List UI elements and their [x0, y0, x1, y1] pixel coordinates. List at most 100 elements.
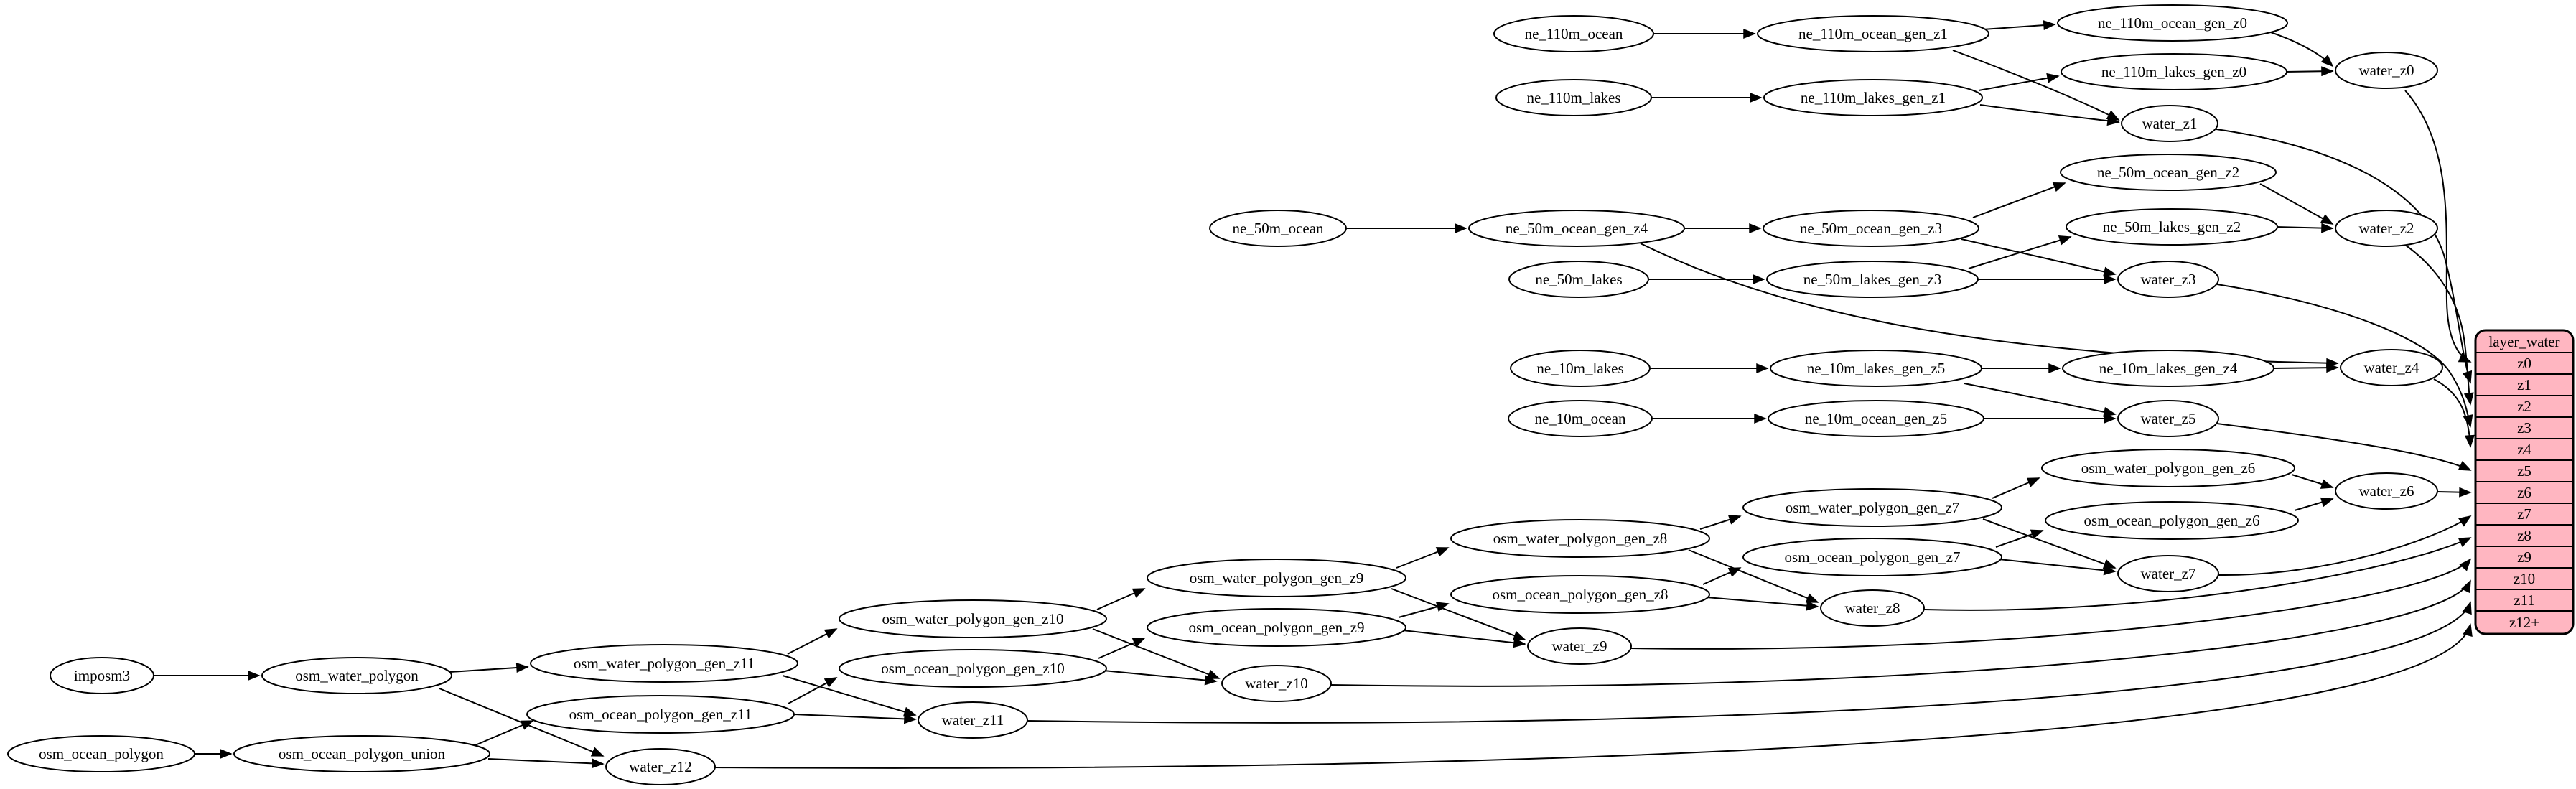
edge-osm_water_polygon_gen_z11-to-water_z11 [782, 675, 917, 717]
node-label-water_z0: water_z0 [2359, 62, 2414, 79]
edge-union-to-water_z12 [487, 758, 605, 769]
edge-water_z8-to-row-z8 [1923, 537, 2472, 611]
edge-ne_50m_lakes_gen_z3-to-gen_z2 [1968, 235, 2072, 269]
node-water_z0: water_z0 [2335, 52, 2438, 89]
node-ne_50m_lakes: ne_50m_lakes [1508, 261, 1649, 298]
node-label-water_z7: water_z7 [2141, 565, 2196, 582]
node-water_z7: water_z7 [2117, 555, 2219, 592]
node-label-osm_ocean_polygon: osm_ocean_polygon [39, 745, 164, 762]
record-row-z4: z4 [2517, 441, 2531, 458]
edge-osm_water_polygon_gen_z10-to-water_z10 [1092, 628, 1221, 679]
edge-union-to-gen_z11 [475, 720, 534, 746]
nodes: imposm3 osm_water_polygon osm_ocean_poly… [7, 4, 2443, 785]
node-ne_50m_ocean_gen_z2: ne_50m_ocean_gen_z2 [2060, 154, 2277, 191]
node-label-ne_10m_ocean: ne_10m_ocean [1534, 410, 1626, 427]
edge-water_z3-to-row-z3 [2216, 284, 2473, 428]
node-osm_ocean_polygon_gen_z6: osm_ocean_polygon_gen_z6 [2045, 501, 2299, 540]
node-label-osm_water_polygon_gen_z6: osm_water_polygon_gen_z6 [2081, 459, 2256, 477]
edge-osm_ocean_polygon_gen_z9-to-gen_z8 [1398, 602, 1450, 618]
edge-osm_ocean_polygon_gen_z8-to-water_z8 [1706, 597, 1819, 611]
node-osm_ocean_polygon_gen_z7: osm_ocean_polygon_gen_z7 [1742, 538, 2002, 576]
node-label-osm_water_polygon_gen_z9: osm_water_polygon_gen_z9 [1190, 569, 1364, 587]
record-row-z1: z1 [2517, 376, 2531, 393]
edge-osm_ocean_polygon_gen_z11-to-gen_z10 [788, 677, 838, 704]
record-row-z7: z7 [2517, 505, 2531, 523]
node-osm_water_polygon_gen_z9: osm_water_polygon_gen_z9 [1147, 559, 1406, 597]
node-osm_ocean_polygon_union: osm_ocean_polygon_union [233, 735, 490, 772]
node-label-ne_110m_lakes_gen_z0: ne_110m_lakes_gen_z0 [2101, 63, 2246, 80]
edge-ne_50m_ocean_gen_z3-to-water_z3 [1961, 238, 2117, 277]
node-ne_110m_lakes: ne_110m_lakes [1495, 79, 1652, 116]
node-label-ne_50m_lakes_gen_z2: ne_50m_lakes_gen_z2 [2103, 218, 2241, 235]
node-ne_10m_ocean_gen_z5: ne_10m_ocean_gen_z5 [1768, 400, 1984, 437]
record-row-z0: z0 [2517, 355, 2531, 372]
node-layer_water: layer_water z0 z1 z2 z3 z4 z5 z6 z7 z8 z… [2474, 329, 2575, 635]
edge-osm_water_polygon_gen_z10-to-gen_z9 [1096, 588, 1146, 610]
node-ne_50m_lakes_gen_z2: ne_50m_lakes_gen_z2 [2066, 208, 2278, 246]
edge-osm_ocean_polygon_gen_z7-to-gen_z6 [1995, 529, 2044, 548]
node-water_z6: water_z6 [2335, 472, 2438, 510]
node-ne_110m_ocean: ne_110m_ocean [1493, 15, 1654, 52]
node-osm_ocean_polygon_gen_z8: osm_ocean_polygon_gen_z8 [1450, 575, 1710, 614]
node-osm_water_polygon_gen_z11: osm_water_polygon_gen_z11 [530, 644, 798, 683]
node-label-ne_50m_lakes_gen_z3: ne_50m_lakes_gen_z3 [1803, 271, 1941, 288]
node-label-osm_ocean_polygon_gen_z8: osm_ocean_polygon_gen_z8 [1493, 586, 1669, 603]
node-label-water_z10: water_z10 [1245, 675, 1307, 692]
edge-ne_50m_ocean_gen_z4-to-water_z4 [1640, 243, 2339, 368]
node-water_z9: water_z9 [1527, 627, 1632, 665]
edge-osm_water_polygon_gen_z7-to-water_z7 [1982, 518, 2117, 569]
layer-water-title: layer_water [2488, 333, 2559, 350]
record-row-z12plus: z12+ [2509, 614, 2539, 631]
node-label-osm_water_polygon_gen_z7: osm_water_polygon_gen_z7 [1786, 499, 1960, 516]
node-ne_10m_lakes_gen_z4: ne_10m_lakes_gen_z4 [2062, 350, 2274, 387]
record-row-z3: z3 [2517, 419, 2531, 436]
node-label-osm_water_polygon_gen_z11: osm_water_polygon_gen_z11 [574, 655, 755, 672]
node-water_z10: water_z10 [1221, 665, 1332, 702]
edge-water_z9-to-row-z9 [1630, 558, 2472, 650]
edge-osm_ocean_polygon_gen_z9-to-water_z9 [1402, 630, 1526, 648]
node-label-ne_10m_lakes: ne_10m_lakes [1536, 360, 1623, 377]
node-ne_110m_ocean_gen_z1: ne_110m_ocean_gen_z1 [1757, 15, 1989, 52]
node-label-water_z8: water_z8 [1845, 599, 1900, 617]
node-label-osm_ocean_polygon_gen_z10: osm_ocean_polygon_gen_z10 [881, 660, 1064, 677]
edge-ne_50m_lakes_gen_z2-to-water_z2 [2277, 223, 2334, 233]
edge-osm_ocean_polygon_gen_z10-to-gen_z9 [1098, 638, 1146, 659]
node-label-water_z11: water_z11 [942, 711, 1004, 729]
node-osm_water_polygon_gen_z10: osm_water_polygon_gen_z10 [839, 599, 1107, 638]
edge-water_z1-to-row-z1 [2216, 129, 2473, 384]
node-osm_water_polygon_gen_z8: osm_water_polygon_gen_z8 [1450, 519, 1710, 558]
record-row-z8: z8 [2517, 527, 2531, 544]
node-water_z1: water_z1 [2121, 105, 2218, 142]
edge-ne_10m_lakes_gen_z5-to-water_z5 [1964, 383, 2117, 417]
node-label-osm_ocean_polygon_gen_z11: osm_ocean_polygon_gen_z11 [569, 706, 752, 723]
edge-osm_ocean_polygon_gen_z8-to-gen_z7 [1702, 567, 1742, 585]
node-label-ne_110m_lakes: ne_110m_lakes [1526, 89, 1620, 106]
node-label-ne_110m_ocean: ne_110m_ocean [1525, 25, 1623, 42]
edge-osm_water_polygon_gen_z8-to-gen_z7 [1699, 515, 1742, 530]
node-ne_10m_lakes_gen_z5: ne_10m_lakes_gen_z5 [1770, 350, 1982, 387]
record-row-z11: z11 [2514, 592, 2535, 609]
node-ne_10m_lakes: ne_10m_lakes [1510, 350, 1651, 387]
node-label-water_z5: water_z5 [2141, 410, 2196, 427]
node-label-ne_10m_lakes_gen_z4: ne_10m_lakes_gen_z4 [2099, 360, 2238, 377]
edge-water_z4-to-row-z4 [2433, 378, 2475, 448]
node-label-osm_ocean_polygon_gen_z7: osm_ocean_polygon_gen_z7 [1785, 548, 1961, 566]
node-water_z2: water_z2 [2335, 210, 2438, 247]
node-label-ne_110m_ocean_gen_z0: ne_110m_ocean_gen_z0 [2098, 14, 2247, 32]
node-label-osm_water_polygon_gen_z10: osm_water_polygon_gen_z10 [882, 610, 1063, 627]
node-label-water_z3: water_z3 [2141, 271, 2196, 288]
edge-ne_110m_ocean_gen_z1-to-gen_z0 [1982, 20, 2056, 31]
edge-ne_110m_ocean_gen_z1-to-water_z1 [1952, 50, 2120, 121]
record-row-z5: z5 [2517, 462, 2531, 480]
node-label-osm_ocean_polygon_union: osm_ocean_polygon_union [279, 745, 446, 762]
edge-water_z11-to-row-z11 [1027, 601, 2472, 724]
edge-osm_ocean_polygon_gen_z10-to-water_z10 [1103, 670, 1218, 686]
node-water_z11: water_z11 [918, 701, 1028, 739]
node-label-ne_50m_ocean_gen_z4: ne_50m_ocean_gen_z4 [1506, 220, 1648, 237]
node-label-water_z2: water_z2 [2359, 220, 2414, 237]
edge-osm_water_polygon_gen_z9-to-water_z9 [1391, 588, 1526, 640]
node-osm_ocean_polygon_gen_z10: osm_ocean_polygon_gen_z10 [839, 649, 1107, 688]
node-osm_water_polygon_gen_z6: osm_water_polygon_gen_z6 [2041, 449, 2295, 487]
